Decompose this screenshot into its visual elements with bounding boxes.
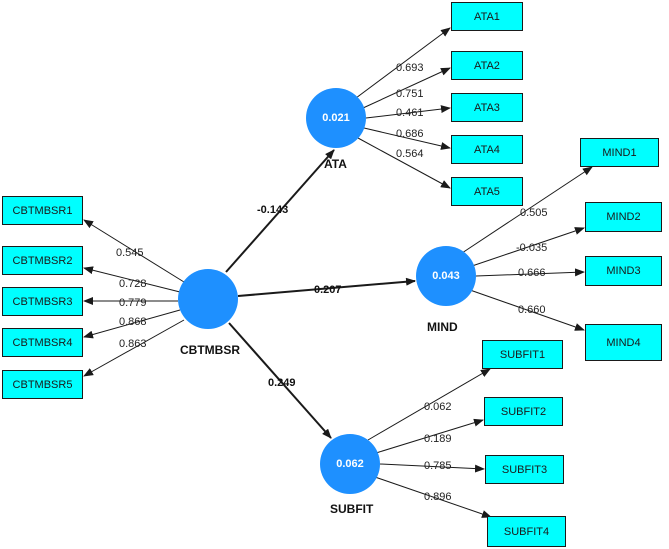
arrow-ata-ata2 — [362, 67, 451, 109]
loading-mind4: 0.660 — [518, 304, 546, 316]
loading-ata1: 0.693 — [396, 62, 424, 74]
indicator-cbtmbsr4[interactable]: CBTMBSR4 — [2, 328, 83, 357]
loading-cbtmbsr5: 0.863 — [119, 338, 147, 350]
loading-ata5: 0.564 — [396, 148, 424, 160]
indicator-ata2[interactable]: ATA2 — [451, 51, 523, 80]
latent-subfit-circle[interactable]: 0.062 — [320, 434, 380, 494]
arrow-cbtmbsr-cbtmbsr5 — [83, 319, 185, 377]
indicator-ata3[interactable]: ATA3 — [451, 93, 523, 122]
indicator-mind3[interactable]: MIND3 — [585, 256, 662, 286]
arrow-subfit-subfit2 — [375, 418, 484, 454]
indicator-ata4[interactable]: ATA4 — [451, 135, 523, 164]
loading-ata2: 0.751 — [396, 88, 424, 100]
indicator-subfit4[interactable]: SUBFIT4 — [487, 516, 566, 547]
path-arrow-cbtmbsr-ata — [225, 149, 335, 273]
loading-mind1: 0.505 — [520, 207, 548, 219]
indicator-mind4[interactable]: MIND4 — [585, 324, 662, 361]
latent-mind-circle[interactable]: 0.043 — [416, 246, 476, 306]
arrow-mind-mind1 — [461, 166, 593, 254]
loading-ata3: 0.461 — [396, 107, 424, 119]
loading-cbtmbsr1: 0.545 — [116, 247, 144, 259]
arrow-mind-mind3 — [475, 268, 585, 277]
indicator-subfit1[interactable]: SUBFIT1 — [482, 340, 563, 369]
latent-cbtmbsr-label: CBTMBSR — [180, 343, 240, 357]
indicator-cbtmbsr5[interactable]: CBTMBSR5 — [2, 370, 83, 399]
loading-subfit4: 0.896 — [424, 491, 452, 503]
arrow-subfit-subfit1 — [367, 368, 491, 441]
indicator-cbtmbsr1[interactable]: CBTMBSR1 — [2, 196, 83, 225]
arrow-cbtmbsr-cbtmbsr4 — [83, 309, 181, 339]
loading-cbtmbsr4: 0.868 — [119, 316, 147, 328]
latent-ata-circle[interactable]: 0.021 — [306, 88, 366, 148]
path-arrow-cbtmbsr-mind — [237, 277, 416, 297]
arrow-ata-ata4 — [363, 127, 451, 150]
latent-subfit-label: SUBFIT — [330, 502, 374, 516]
path-coef-cbtmbsr-ata: -0.143 — [257, 204, 289, 216]
indicator-ata1[interactable]: ATA1 — [451, 2, 523, 31]
arrow-ata-ata3 — [365, 105, 451, 119]
indicator-mind2[interactable]: MIND2 — [585, 202, 662, 232]
loading-mind2: -0.035 — [516, 242, 548, 254]
path-coef-cbtmbsr-mind: 0.207 — [314, 284, 342, 296]
latent-ata-label: ATA — [324, 157, 347, 171]
indicator-mind1[interactable]: MIND1 — [580, 138, 659, 167]
loading-subfit3: 0.785 — [424, 460, 452, 472]
arrow-subfit-subfit3 — [379, 463, 485, 473]
latent-mind-label: MIND — [427, 320, 458, 334]
arrow-mind-mind2 — [471, 227, 585, 267]
arrow-cbtmbsr-cbtmbsr1 — [83, 219, 185, 283]
loading-mind3: 0.666 — [518, 267, 546, 279]
path-arrow-cbtmbsr-subfit — [228, 322, 332, 439]
indicator-subfit3[interactable]: SUBFIT3 — [485, 455, 564, 484]
loading-ata4: 0.686 — [396, 128, 424, 140]
arrow-subfit-subfit4 — [374, 476, 492, 518]
arrow-ata-ata5 — [357, 137, 451, 189]
loading-subfit2: 0.189 — [424, 433, 452, 445]
arrow-ata-ata1 — [355, 27, 451, 99]
loading-subfit1: 0.062 — [424, 401, 452, 413]
latent-cbtmbsr-circle[interactable] — [178, 269, 238, 329]
path-coef-cbtmbsr-subfit: 0.249 — [268, 377, 296, 389]
indicator-cbtmbsr2[interactable]: CBTMBSR2 — [2, 246, 83, 275]
indicator-ata5[interactable]: ATA5 — [451, 177, 523, 206]
arrow-mind-mind4 — [469, 289, 585, 331]
indicator-cbtmbsr3[interactable]: CBTMBSR3 — [2, 287, 83, 316]
indicator-subfit2[interactable]: SUBFIT2 — [484, 397, 563, 426]
arrow-cbtmbsr-cbtmbsr2 — [83, 266, 181, 293]
loading-cbtmbsr2: 0.728 — [119, 278, 147, 290]
loading-cbtmbsr3: 0.779 — [119, 297, 147, 309]
